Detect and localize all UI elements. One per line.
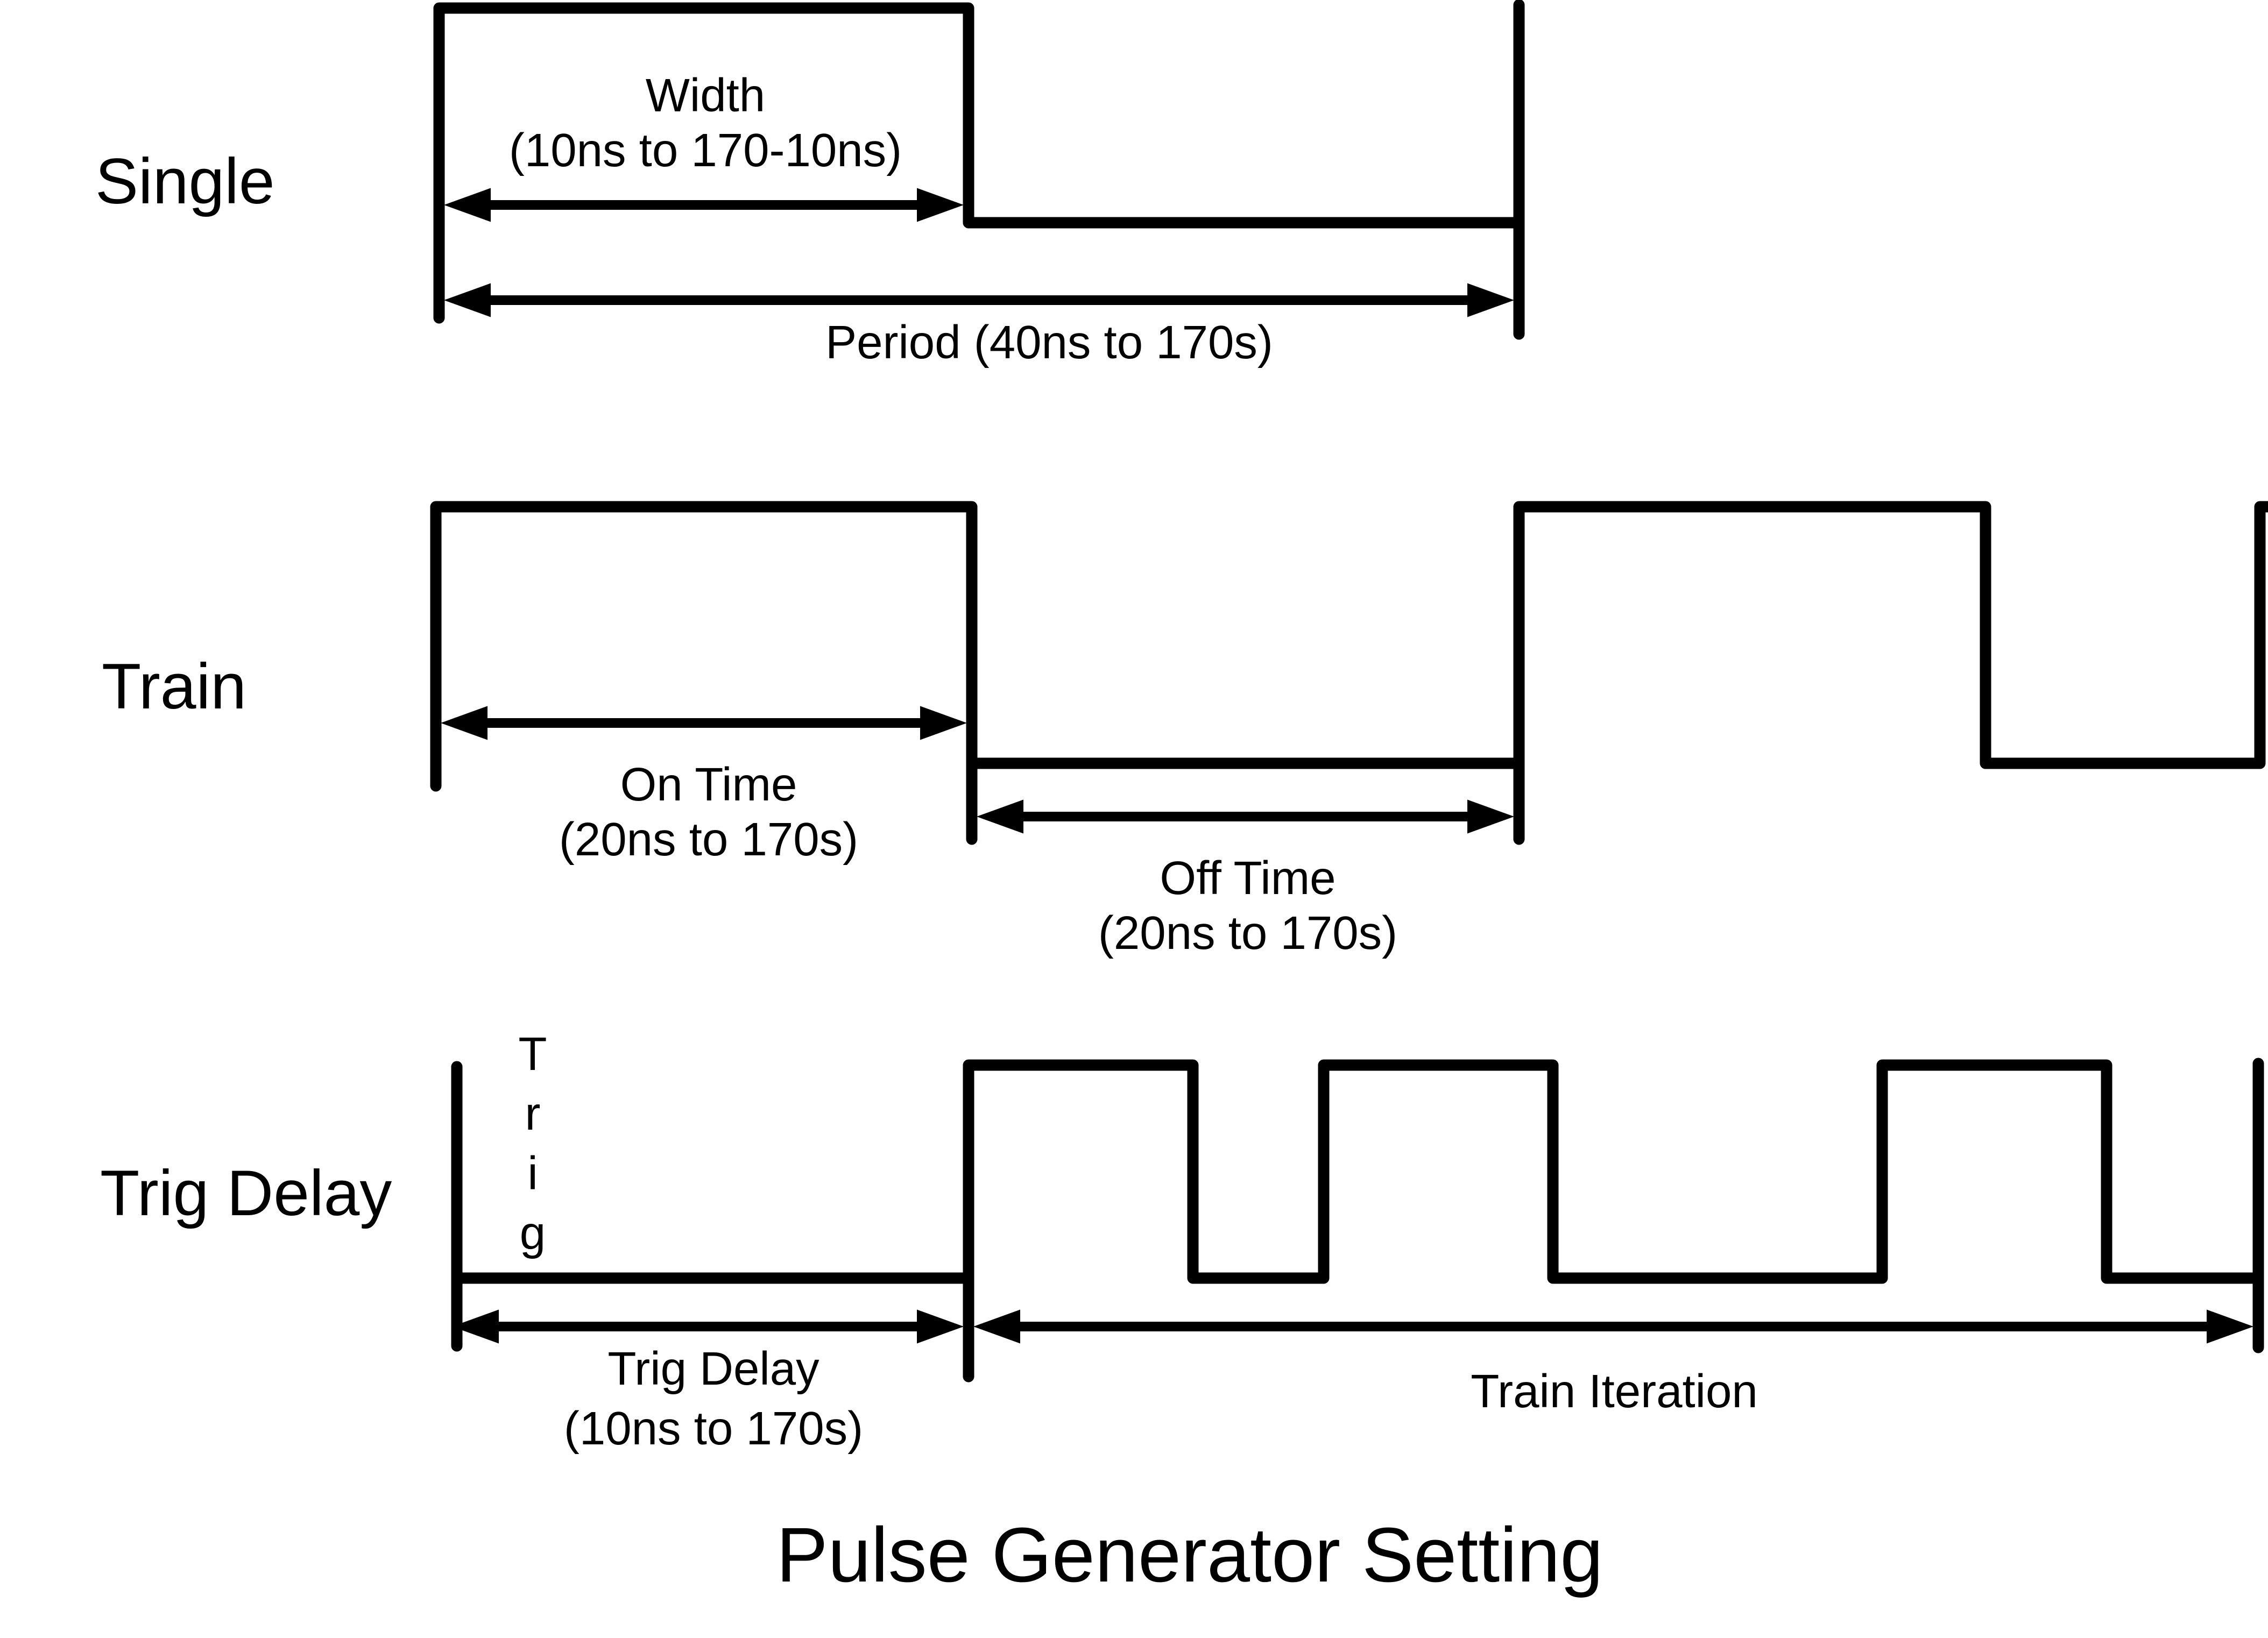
off-time-arrow-left-head	[977, 799, 1023, 834]
period-arrow-left-head	[444, 283, 491, 317]
train-iteration-arrow-left-head	[973, 1309, 1020, 1344]
trig-delay-arrow-left-head	[452, 1309, 499, 1344]
train-row-waveform-segment-0	[430, 501, 978, 845]
single-row-label: Single	[95, 145, 275, 217]
on-time-arrow-left-head	[441, 706, 487, 740]
width-arrow-right-head	[917, 188, 964, 222]
trig-marker-letter-1: r	[525, 1088, 541, 1140]
off-time-arrow-right-head	[1467, 799, 1514, 834]
trig-marker-vertical-text: Trig	[518, 1028, 547, 1259]
width-arrow-left-head	[444, 188, 491, 222]
train-iteration-arrow	[973, 1309, 2253, 1344]
on-time-arrow	[441, 706, 967, 740]
train-iteration-arrow-right-head	[2207, 1309, 2253, 1344]
width-arrow	[444, 188, 964, 222]
on-time-arrow-right-head	[920, 706, 967, 740]
trig-delay-row-waveform-segment-1	[963, 1059, 2264, 1382]
train-iteration-label: Train Iteration	[1471, 1365, 1758, 1417]
trig-delay-arrow	[452, 1309, 964, 1344]
off-time-range-label: (20ns to 170s)	[1098, 907, 1397, 959]
period-arrow	[444, 283, 1514, 317]
period-arrow-right-head	[1467, 283, 1514, 317]
trig-delay-arrow-right-head	[917, 1309, 964, 1344]
diagram-title: Pulse Generator Setting	[776, 1512, 1603, 1598]
width-label: Width	[646, 69, 765, 122]
off-time-arrow	[977, 799, 1514, 834]
trig-delay-label: Trig Delay	[607, 1343, 819, 1395]
period-label: Period (40ns to 170s)	[825, 316, 1273, 368]
train-row-waveform-segment-2	[1513, 501, 2268, 845]
trig-delay-range-label: (10ns to 170s)	[564, 1402, 863, 1455]
width-range-label: (10ns to 170-10ns)	[509, 124, 902, 176]
trig-marker-letter-0: T	[518, 1028, 547, 1080]
single-row: Single Width(10ns to 170-10ns) Period (40n…	[95, 0, 1525, 368]
single-row-waveform-segment-0	[433, 2, 1525, 324]
trig-marker-letter-2: i	[527, 1147, 538, 1200]
on-time-range-label: (20ns to 170s)	[559, 813, 858, 866]
trig-marker-letter-3: g	[520, 1207, 546, 1259]
trig-delay-row-label: Trig Delay	[100, 1157, 392, 1229]
off-time-label: Off Time	[1160, 852, 1336, 904]
train-row-label: Train	[102, 650, 246, 722]
on-time-label: On Time	[620, 758, 797, 811]
